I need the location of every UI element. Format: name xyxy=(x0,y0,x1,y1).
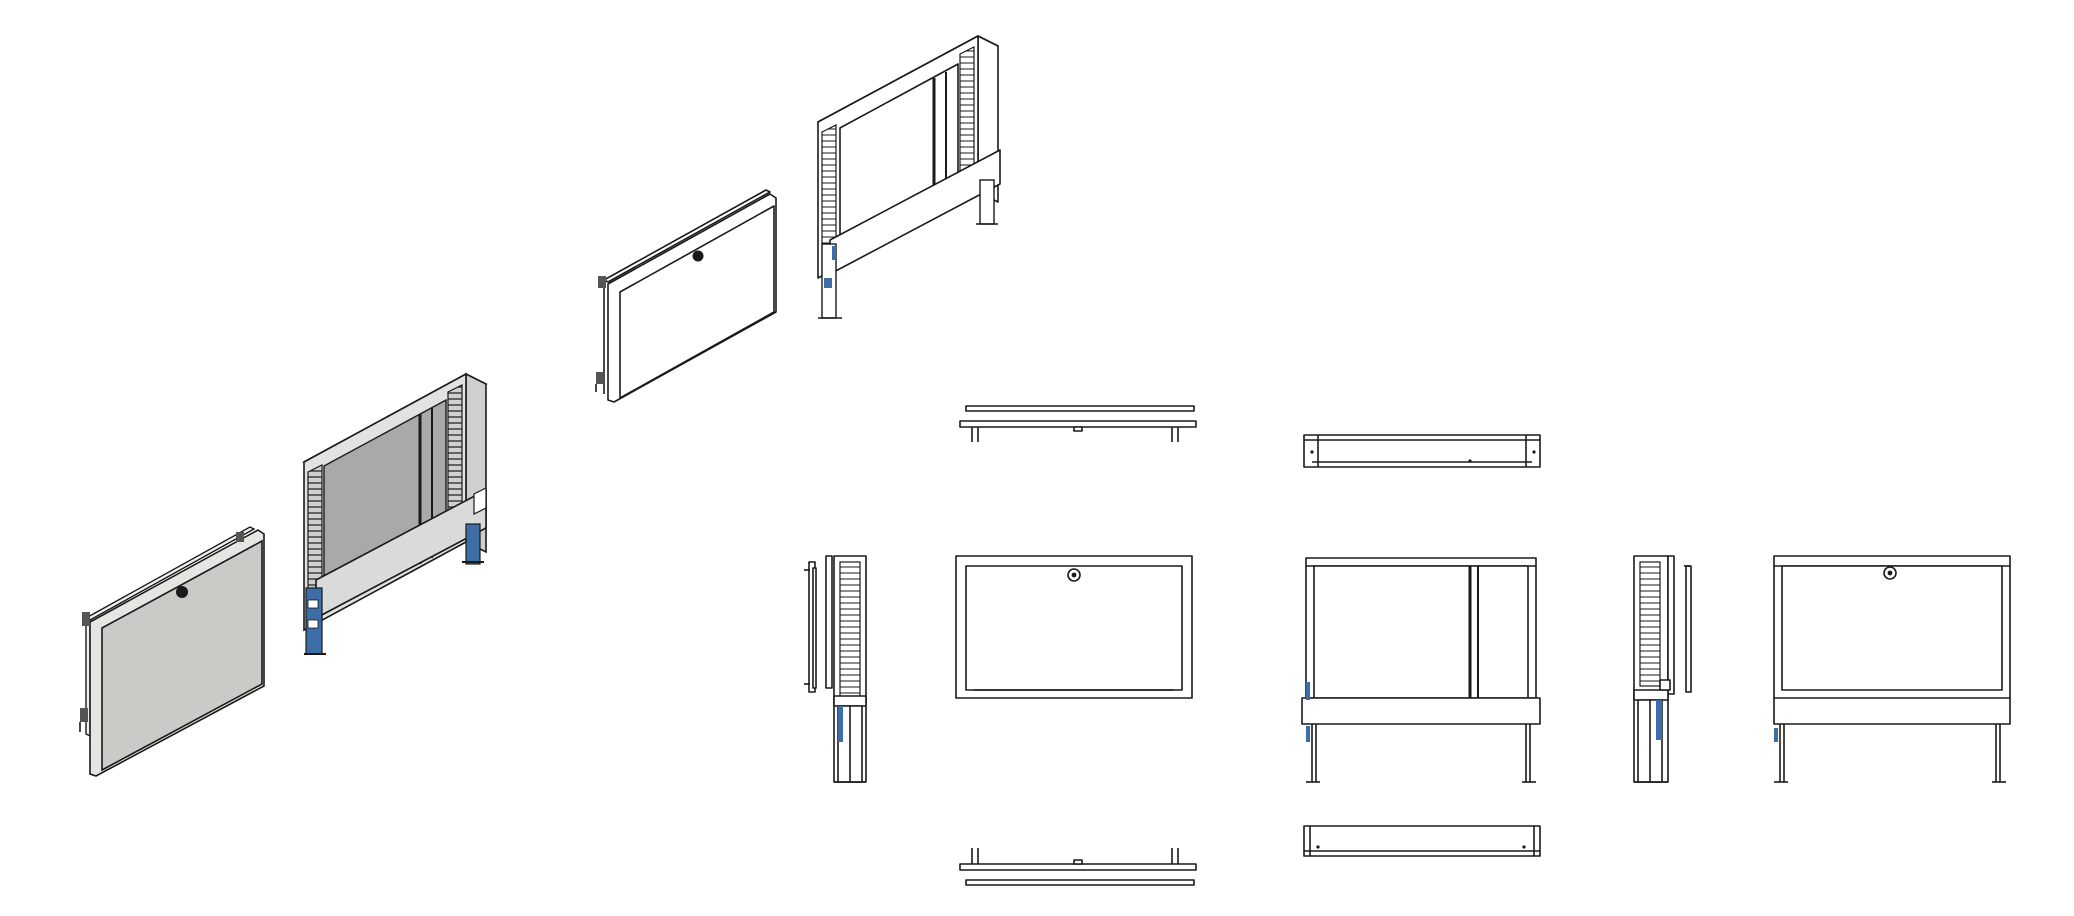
isometric-shaded-door xyxy=(79,526,265,777)
isometric-shaded-box xyxy=(302,372,488,655)
bottom-view-door xyxy=(959,848,1197,886)
left-view-box xyxy=(825,555,867,783)
top-view-box xyxy=(1303,434,1541,468)
left-view-door xyxy=(804,561,817,693)
right-view-box xyxy=(1633,555,1675,783)
right-view-door xyxy=(1684,565,1692,693)
front-view-box-closed xyxy=(1773,555,2011,783)
top-view-door xyxy=(959,405,1197,442)
front-view-door xyxy=(955,555,1193,699)
isometric-line-door xyxy=(595,189,777,403)
isometric-line-box xyxy=(817,35,1001,319)
front-view-box-open xyxy=(1301,557,1541,783)
bottom-view-box xyxy=(1303,825,1541,857)
